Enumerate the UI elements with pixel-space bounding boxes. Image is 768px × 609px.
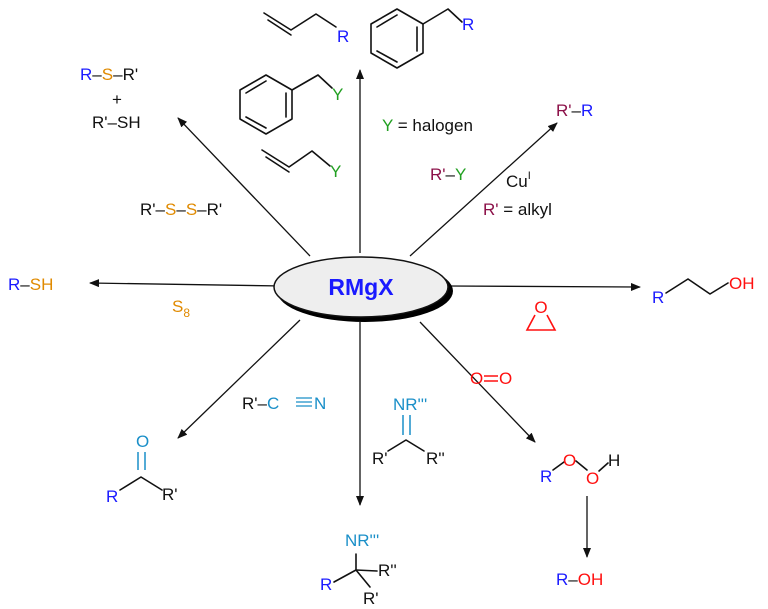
arrow-to-thiol — [89, 279, 284, 288]
disulfide-reagent: R'–S–S–R' — [140, 200, 222, 219]
center-ellipse — [273, 256, 449, 318]
allyl-halide-y: Y — [330, 162, 341, 181]
peroxide-bond-3 — [598, 462, 609, 472]
peroxide-bond-2 — [575, 460, 588, 471]
arrow-to-alkyl-coupling — [409, 122, 558, 257]
peroxide-r: R — [540, 467, 552, 486]
imine-bonds — [387, 439, 425, 452]
benzyl-halide-ring — [239, 74, 293, 135]
amine-r-dprime: R'' — [378, 561, 397, 580]
allyl-product: R — [263, 12, 349, 46]
benzyl-product: R — [370, 8, 474, 69]
grignard-reagent: RMgX — [273, 256, 453, 322]
sulfide-product: R–S–R' — [80, 65, 138, 84]
allyl-chain — [263, 12, 337, 31]
ketone-c-o-double — [137, 452, 146, 470]
benzyl-product-r: R — [462, 15, 474, 34]
alcohol-formula: R–OH — [556, 570, 603, 589]
thiol-product: R–SH S8 — [8, 275, 190, 320]
amine-reaction: NR''' R' R'' NR''' R R'' R' — [320, 395, 445, 608]
peroxide-h: H — [608, 451, 620, 470]
allyl-double-bond — [267, 19, 292, 36]
amine-c-rdp-bond — [355, 569, 378, 572]
imine-nr: NR''' — [393, 395, 427, 414]
dioxygen-o2: O — [499, 369, 512, 388]
halogen-note: Y = halogen — [382, 116, 473, 135]
nitrile-reagent: R'–C — [242, 394, 279, 413]
imine-r-dprime: R'' — [426, 449, 445, 468]
coupling-catalyst: CuI — [506, 170, 531, 191]
peroxide-reaction: O O R O O H — [470, 369, 620, 488]
benzyl-ring — [370, 8, 424, 69]
peroxide-o1: O — [563, 451, 576, 470]
benzyl-halide-ch2 — [291, 74, 333, 91]
benzyl-halide-ring-inner — [245, 80, 287, 129]
peroxide-o2: O — [586, 469, 599, 488]
sulfide-products: R–S–R' + R'–SH R'–S–S–R' — [80, 65, 222, 219]
benzyl-ring-inner — [376, 14, 418, 63]
reaction-arrows — [89, 69, 641, 558]
thiol-byproduct: R'–SH — [92, 113, 141, 132]
epoxide-oxygen: O — [534, 298, 547, 317]
epoxide-product-chain — [665, 278, 729, 295]
epoxide-ring — [525, 314, 557, 331]
ketone-r-prime: R' — [162, 485, 178, 504]
ketone-bonds — [119, 476, 163, 491]
benzyl-ch2 — [422, 8, 463, 25]
imine-c-n-double — [402, 415, 411, 435]
thiol-formula: R–SH — [8, 275, 53, 294]
imine-r-prime: R' — [372, 449, 388, 468]
arrow-to-epoxide-product — [447, 282, 641, 291]
center-label: RMgX — [328, 274, 394, 300]
coupling-product: R'–R — [556, 101, 593, 120]
peroxide-bond-1 — [552, 461, 565, 471]
arrow-to-ketone — [177, 319, 301, 439]
sulfide-plus: + — [112, 90, 122, 109]
alcohol-product: R–OH — [556, 570, 603, 589]
sulfur-reagent: S8 — [172, 297, 190, 320]
coupling-condition: R' = alkyl — [483, 200, 552, 219]
epoxide-product-oh: OH — [729, 274, 755, 293]
halogen-note-text: Y = halogen — [382, 116, 473, 135]
allyl-product-r: R — [337, 27, 349, 46]
nitrile-triple-bond — [296, 397, 312, 407]
ketone-reaction: R'–C N O R R' — [106, 394, 326, 506]
allyl-halide: Y — [261, 149, 341, 181]
benzyl-halide: Y — [239, 74, 343, 135]
allyl-halide-double — [265, 156, 290, 173]
alkyl-coupling: R'–R R'–Y CuI R' = alkyl — [430, 101, 593, 219]
amine-r: R — [320, 575, 332, 594]
dioxygen-double-bond — [484, 375, 498, 382]
ketone-o: O — [136, 432, 149, 451]
nitrile-n: N — [314, 394, 326, 413]
coupling-reagent: R'–Y — [430, 165, 466, 184]
amine-r-prime: R' — [363, 589, 379, 608]
arrow-to-peroxide — [419, 321, 536, 443]
epoxide-product-r: R — [652, 288, 664, 307]
ketone-r: R — [106, 487, 118, 506]
epoxide-reaction: R OH O — [525, 274, 755, 331]
dioxygen-o1: O — [470, 369, 483, 388]
amine-nr: NR''' — [345, 531, 379, 550]
arrow-to-sulfide — [177, 117, 311, 257]
amine-c-rp-bond — [355, 569, 371, 588]
amine-c-r-bond — [333, 569, 357, 583]
allyl-halide-chain — [261, 149, 331, 168]
benzyl-halide-y: Y — [332, 85, 343, 104]
